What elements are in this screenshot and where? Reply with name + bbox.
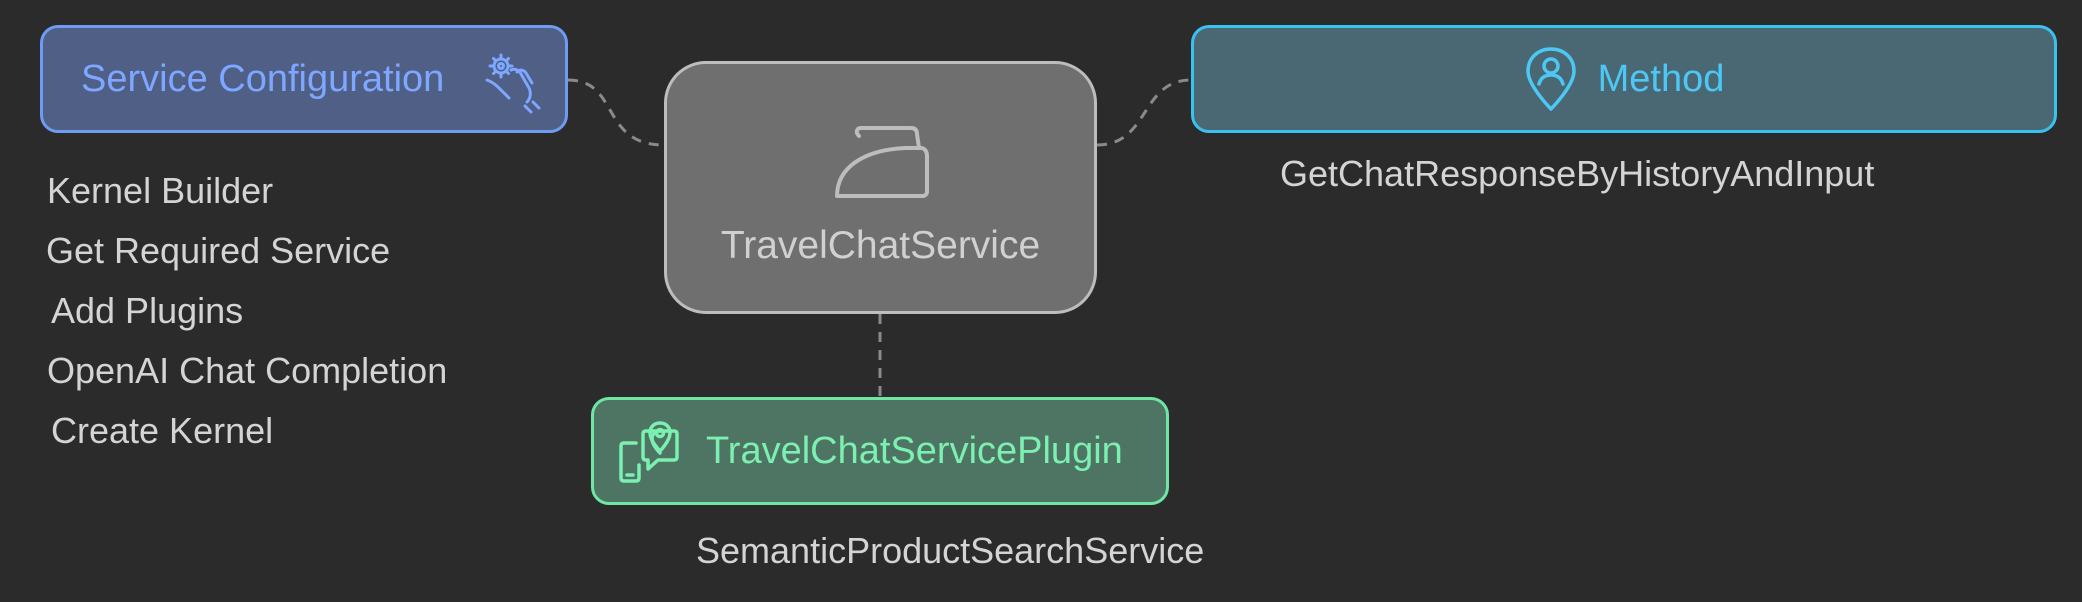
travel-chat-service-label: TravelChatService	[720, 224, 1041, 267]
method-node[interactable]: Method	[1191, 25, 2057, 133]
device-location-icon	[619, 421, 679, 483]
travel-chat-service-plugin-label: TravelChatServicePlugin	[706, 429, 1123, 472]
connector-config-to-central	[567, 78, 665, 147]
method-label: Method	[1597, 57, 1725, 100]
config-item-openai-chat-completion: OpenAI Chat Completion	[47, 350, 448, 391]
service-configuration-node[interactable]: Service Configuration	[40, 25, 568, 133]
config-item-create-kernel: Create Kernel	[51, 410, 274, 451]
service-configuration-label: Service Configuration	[81, 57, 445, 100]
plugin-item-semantic-product-search: SemanticProductSearchService	[696, 530, 1205, 571]
method-item-get-chat-response: GetChatResponseByHistoryAndInput	[1280, 153, 1875, 194]
travel-chat-service-plugin-node[interactable]: TravelChatServicePlugin	[591, 397, 1169, 505]
iron-icon	[834, 126, 929, 198]
config-item-add-plugins: Add Plugins	[51, 290, 244, 331]
travel-chat-service-node[interactable]: TravelChatService	[664, 61, 1097, 314]
connector-central-to-method	[1096, 78, 1192, 147]
config-item-kernel-builder: Kernel Builder	[47, 170, 274, 211]
hand-gear-icon	[485, 53, 541, 114]
config-item-get-required-service: Get Required Service	[46, 230, 391, 271]
location-user-icon	[1525, 47, 1576, 111]
